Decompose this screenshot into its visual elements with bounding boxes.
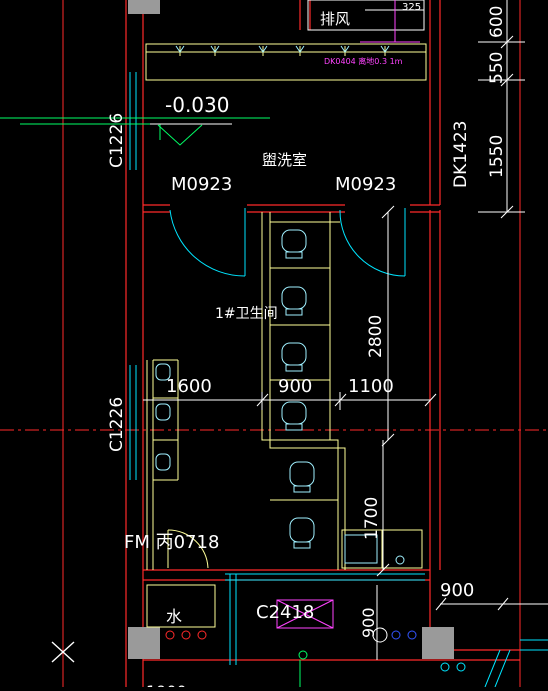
column-bottom-right [422,627,454,659]
window-mid-left-label: C1226 [107,397,127,452]
dim-right-top: 600 [487,6,507,38]
dim-h-900: 900 [278,376,312,397]
doors [167,208,406,569]
room-toilet-label: 1#卫生间 [215,306,278,322]
dim-vertical-2800: 2800 [366,315,386,358]
dim-right-mid: 550 [487,52,507,84]
windows [129,72,425,665]
window-bottom-label: C2418 [256,602,314,623]
right-dimensions [376,0,548,660]
dim-right-900: 900 [440,580,474,601]
dim-bottom-partial: 1900 [146,682,187,687]
dim-vertical-1700: 1700 [362,497,382,540]
fire-door-label: FM 丙0718 [124,532,219,553]
column-top [128,0,160,14]
dk-note-label: DK0404 离地0.3 1m [324,56,403,66]
level-marker [0,117,270,146]
dim-bottom-900: 900 [359,607,378,638]
level-label: -0.030 [165,93,229,117]
toilet-partitions [146,212,423,628]
columns [128,0,454,659]
column-bottom-left [128,627,160,659]
horizontal-dimensions [143,392,437,410]
room-washroom-label: 盥洗室 [262,151,307,169]
door-right-label: M0923 [335,174,396,195]
dim-right-bottom: 1550 [487,135,507,178]
washroom-fixtures [145,43,427,81]
toilets [155,229,405,565]
dim-h-1100: 1100 [348,376,394,397]
labels: 排风 325 DK0404 离地0.3 1m -0.030 C1226 盥洗室 … [107,2,471,626]
window-right-label: DK1423 [451,120,471,188]
water-label: 水 [166,607,182,626]
exhaust-label: 排风 [320,10,350,28]
dim-325-label: 325 [402,2,421,13]
bottom-lines [299,639,548,688]
dimension-labels: 600 550 1550 2800 1600 900 1100 1700 900… [146,6,507,691]
tap-marks [175,45,390,53]
door-left-label: M0923 [171,174,232,195]
walls [125,0,520,687]
window-top-left-label: C1226 [107,113,127,168]
cross-mark [51,641,75,663]
tag-marks [276,0,420,629]
dim-h-1600: 1600 [166,376,212,397]
pipe-circles [165,627,466,672]
